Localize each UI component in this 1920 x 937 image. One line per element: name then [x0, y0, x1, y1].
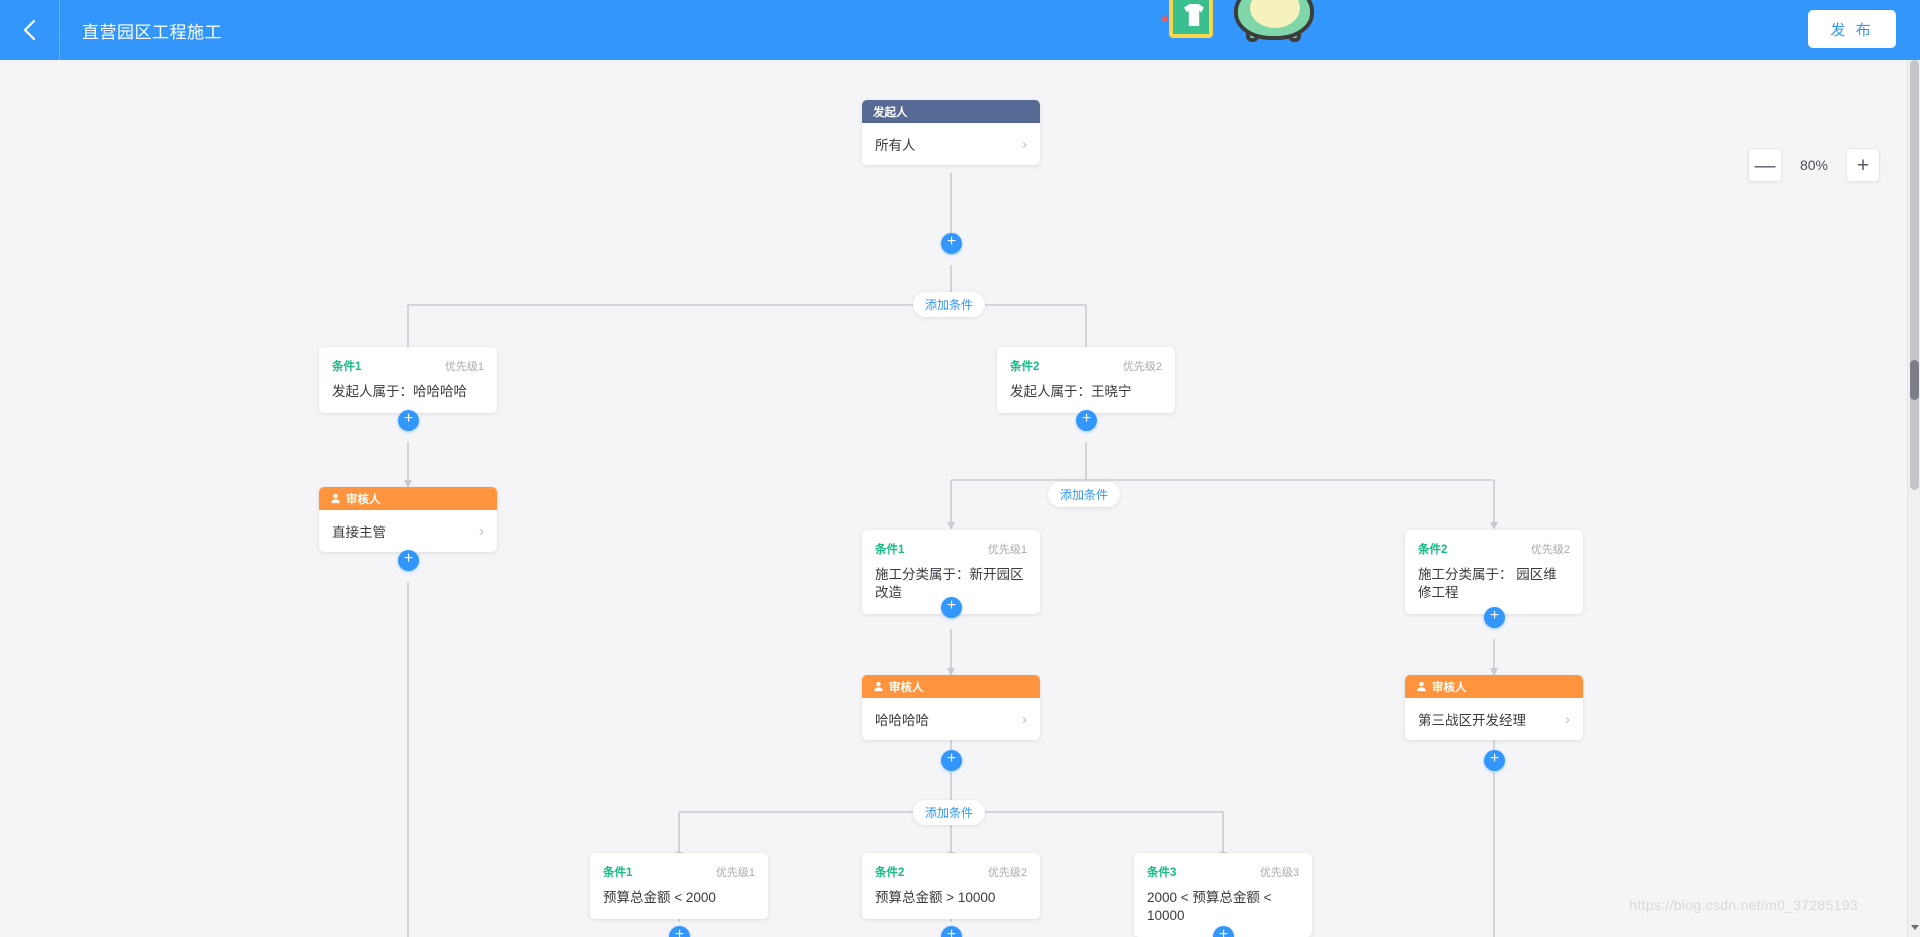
zoom-level-label: 80% — [1799, 157, 1829, 173]
condition-name: 条件1 — [875, 544, 905, 556]
node-approver-header: 审核人 — [319, 487, 497, 510]
condition-header: 条件1 优先级1 — [603, 864, 755, 880]
add-node-button-1[interactable]: + — [941, 233, 962, 254]
dino-body — [1234, 0, 1314, 40]
watermark-text: https://blog.csdn.net/m0_37285193 — [1629, 897, 1858, 913]
mascot-graphic — [1160, 0, 1320, 42]
node-approver-middle[interactable]: 审核人 哈哈哈哈 › — [862, 675, 1040, 740]
node-initiator[interactable]: 发起人 所有人 › — [862, 100, 1040, 165]
user-icon — [1416, 681, 1427, 692]
flow-canvas[interactable]: — 80% + — [0, 60, 1920, 937]
user-icon — [873, 681, 884, 692]
condition-priority: 优先级1 — [987, 544, 1027, 556]
condition-text: 发起人属于：哈哈哈哈 — [332, 384, 467, 399]
condition-header: 条件1 优先级1 — [332, 358, 484, 374]
node-approver-right[interactable]: 审核人 第三战区开发经理 › — [1405, 675, 1583, 740]
node-approver-header: 审核人 — [862, 675, 1040, 698]
node-initiator-title: 发起人 — [873, 106, 908, 119]
condition-name: 条件2 — [1418, 544, 1448, 556]
node-approver-title: 审核人 — [889, 681, 924, 694]
condition-name: 条件1 — [332, 361, 362, 373]
add-node-button-4[interactable]: + — [398, 550, 419, 571]
condition-header: 条件2 优先级2 — [1418, 541, 1570, 557]
condition-header: 条件1 优先级1 — [875, 541, 1027, 557]
add-condition-button-2[interactable]: 添加条件 — [1048, 482, 1121, 507]
add-node-button-5[interactable]: + — [941, 597, 962, 618]
add-node-button-6[interactable]: + — [1484, 607, 1505, 628]
vertical-scrollbar[interactable] — [1907, 60, 1920, 937]
node-approver-title: 审核人 — [346, 493, 381, 506]
condition-text: 预算总金额 > 10000 — [875, 890, 996, 905]
condition-priority: 优先级3 — [1259, 867, 1299, 879]
condition-name: 条件3 — [1147, 867, 1177, 879]
zoom-in-button[interactable]: + — [1846, 148, 1880, 182]
condition-header: 条件2 优先级2 — [875, 864, 1027, 880]
add-node-button-7[interactable]: + — [941, 750, 962, 771]
node-approver-body[interactable]: 第三战区开发经理 › — [1405, 698, 1583, 740]
node-approver-body[interactable]: 直接主管 › — [319, 510, 497, 552]
condition-name: 条件2 — [1010, 361, 1040, 373]
condition-priority: 优先级2 — [1122, 361, 1162, 373]
condition-text: 发起人属于：王晓宁 — [1010, 384, 1132, 399]
condition-priority: 优先级1 — [444, 361, 484, 373]
condition-header: 条件2 优先级2 — [1010, 358, 1162, 374]
condition-text: 施工分类属于：新开园区改造 — [875, 567, 1024, 600]
add-node-button-8[interactable]: + — [1484, 750, 1505, 771]
node-initiator-header: 发起人 — [862, 100, 1040, 123]
condition-card-r3c3[interactable]: 条件3 优先级3 2000 < 预算总金额 < 10000 — [1134, 853, 1312, 937]
node-initiator-body[interactable]: 所有人 › — [862, 123, 1040, 165]
chevron-right-icon: › — [1565, 710, 1570, 728]
user-icon — [330, 493, 341, 504]
condition-header: 条件3 优先级3 — [1147, 864, 1299, 880]
add-condition-button-1[interactable]: 添加条件 — [913, 292, 986, 317]
book-icon — [1169, 0, 1213, 38]
scrollbar-track-highlight — [1910, 60, 1919, 490]
node-approver-value: 直接主管 — [332, 525, 386, 540]
scrollbar-thumb[interactable] — [1910, 360, 1919, 400]
publish-button[interactable]: 发 布 — [1808, 10, 1896, 48]
add-node-button-11[interactable]: + — [1213, 926, 1234, 937]
add-node-button-3[interactable]: + — [1076, 410, 1097, 431]
node-approver-value: 第三战区开发经理 — [1418, 713, 1526, 728]
chevron-right-icon: › — [1022, 135, 1027, 153]
zoom-controls: — 80% + — [1748, 148, 1880, 182]
condition-name: 条件1 — [603, 867, 633, 879]
add-node-button-9[interactable]: + — [669, 926, 690, 937]
condition-text: 预算总金额 < 2000 — [603, 890, 716, 905]
condition-text: 2000 < 预算总金额 < 10000 — [1147, 890, 1272, 923]
add-node-button-2[interactable]: + — [398, 410, 419, 431]
condition-card-r1c2[interactable]: 条件2 优先级2 发起人属于：王晓宁 — [997, 347, 1175, 413]
scroll-down-arrow-icon[interactable] — [1911, 925, 1919, 930]
back-button[interactable] — [0, 0, 60, 60]
condition-text: 施工分类属于： 园区维修工程 — [1418, 567, 1557, 600]
condition-priority: 优先级2 — [1530, 544, 1570, 556]
node-approver-title: 审核人 — [1432, 681, 1467, 694]
add-node-button-10[interactable]: + — [941, 926, 962, 937]
add-condition-button-3[interactable]: 添加条件 — [913, 800, 986, 825]
flow-diagram: 发起人 所有人 › + 添加条件 条件1 优先级1 发起人属于：哈哈哈哈 条件2… — [0, 60, 1920, 937]
condition-name: 条件2 — [875, 867, 905, 879]
chevron-right-icon: › — [1022, 710, 1027, 728]
condition-card-r2c2[interactable]: 条件2 优先级2 施工分类属于： 园区维修工程 — [1405, 530, 1583, 614]
condition-priority: 优先级1 — [715, 867, 755, 879]
condition-card-r1c1[interactable]: 条件1 优先级1 发起人属于：哈哈哈哈 — [319, 347, 497, 413]
decorative-dot — [1162, 16, 1168, 22]
condition-priority: 优先级2 — [987, 867, 1027, 879]
node-approver-header: 审核人 — [1405, 675, 1583, 698]
node-initiator-value: 所有人 — [875, 138, 916, 153]
chevron-left-icon — [20, 17, 40, 43]
page-title: 直营园区工程施工 — [82, 22, 222, 42]
zoom-out-button[interactable]: — — [1748, 148, 1782, 182]
condition-card-r3c2[interactable]: 条件2 优先级2 预算总金额 > 10000 — [862, 853, 1040, 919]
app-header: 直营园区工程施工 发 布 — [0, 0, 1920, 60]
condition-card-r3c1[interactable]: 条件1 优先级1 预算总金额 < 2000 — [590, 853, 768, 919]
node-approver-left[interactable]: 审核人 直接主管 › — [319, 487, 497, 552]
node-approver-body[interactable]: 哈哈哈哈 › — [862, 698, 1040, 740]
chevron-right-icon: › — [479, 522, 484, 540]
node-approver-value: 哈哈哈哈 — [875, 713, 929, 728]
